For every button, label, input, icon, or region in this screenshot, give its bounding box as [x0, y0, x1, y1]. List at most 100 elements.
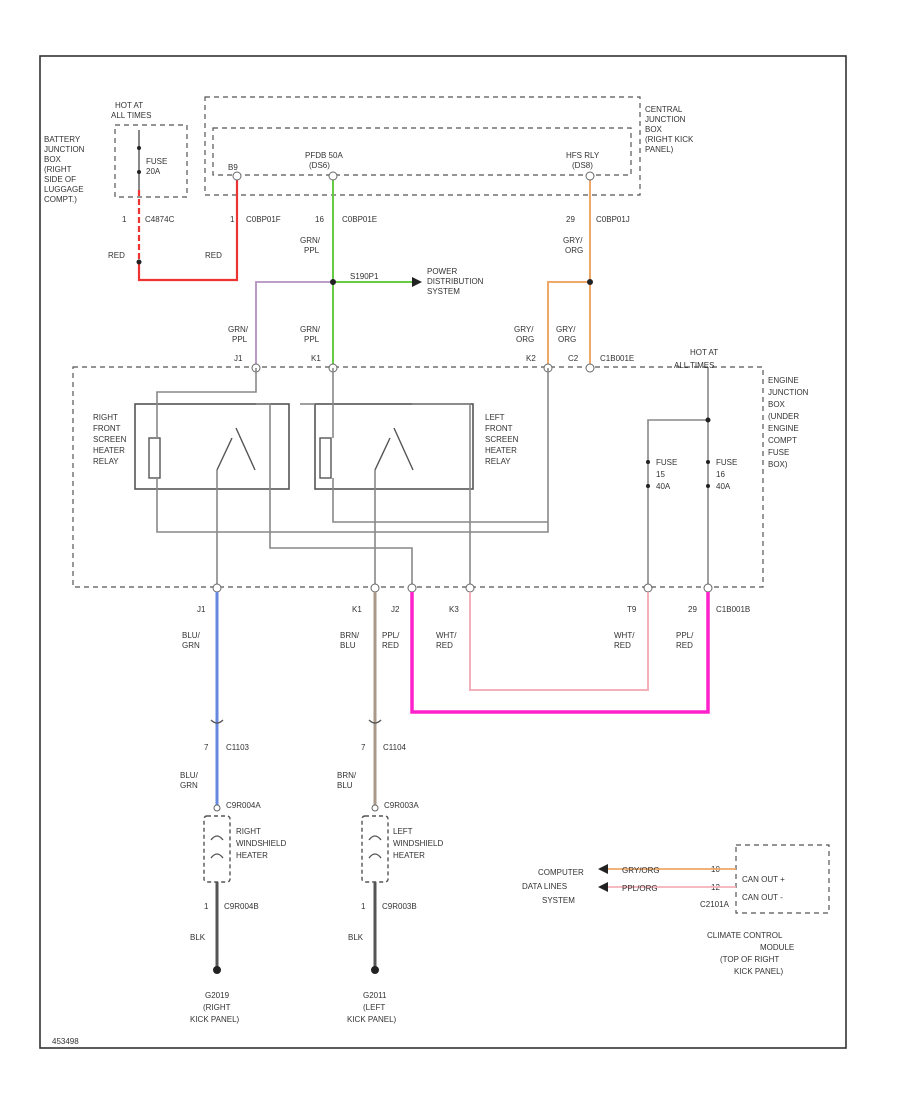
svg-text:MODULE: MODULE	[760, 943, 794, 952]
svg-text:BOX): BOX)	[768, 460, 788, 469]
svg-text:PPL: PPL	[232, 335, 248, 344]
svg-text:LEFT: LEFT	[485, 413, 505, 422]
svg-text:PPL: PPL	[304, 335, 320, 344]
engine-junction-box-label: ENGINE JUNCTION BOX (UNDER ENGINE COMPT …	[768, 376, 809, 469]
left-heater-top-pin	[371, 804, 379, 812]
right-relay-to-j2	[256, 403, 413, 588]
hot-bus-splice	[705, 417, 711, 423]
svg-text:GRN: GRN	[182, 641, 200, 650]
svg-text:ORG: ORG	[558, 335, 576, 344]
orange-splice-dot	[587, 279, 593, 285]
battery-junction-box-label: BATTERY JUNCTION BOX (RIGHT SIDE OF LUGG…	[44, 135, 85, 204]
left-relay-label: LEFT FRONT SCREEN HEATER RELAY	[485, 413, 519, 466]
svg-text:BRN/: BRN/	[340, 631, 360, 640]
right-heater-element	[210, 835, 224, 859]
svg-text:DATA LINES: DATA LINES	[522, 882, 567, 891]
red-wire	[137, 175, 239, 282]
ppl-org-can-label: PPL/ORG	[622, 884, 658, 893]
svg-text:PPL: PPL	[304, 246, 320, 255]
splice-s190p1: S190P1	[350, 272, 379, 281]
svg-text:HEATER: HEATER	[485, 446, 517, 455]
svg-text:RELAY: RELAY	[93, 457, 119, 466]
svg-text:PPL/: PPL/	[382, 631, 400, 640]
svg-text:ENGINE: ENGINE	[768, 424, 799, 433]
right-relay-label: RIGHT FRONT SCREEN HEATER RELAY	[93, 413, 127, 466]
svg-text:G2019: G2019	[205, 991, 230, 1000]
pfdb-pin	[328, 171, 338, 181]
hfs-relay-label: HFS RLY (DS8)	[566, 151, 600, 170]
svg-text:HEATER: HEATER	[236, 851, 268, 860]
svg-text:40A: 40A	[656, 482, 671, 491]
left-coil-return	[332, 478, 548, 523]
svg-text:15: 15	[656, 470, 665, 479]
connector-c1103-symbol	[210, 719, 224, 724]
left-relay-to-k3	[412, 403, 471, 588]
svg-text:LUGGAGE: LUGGAGE	[44, 185, 84, 194]
ppl-red-label-j2: PPL/ RED	[382, 631, 400, 650]
pin-c1103: 7	[204, 743, 209, 752]
pin-c2-top: C2	[568, 354, 579, 363]
svg-text:GRY/: GRY/	[514, 325, 534, 334]
can-plus-arrow	[598, 864, 608, 874]
connector-c1104: C1104	[383, 743, 407, 752]
svg-text:COMPT: COMPT	[768, 436, 797, 445]
red-wire-label-left: RED	[108, 251, 125, 260]
pin-29-symbol	[703, 583, 713, 593]
connector-c1103: C1103	[226, 743, 250, 752]
svg-text:SCREEN: SCREEN	[485, 435, 519, 444]
svg-text:SYSTEM: SYSTEM	[542, 896, 575, 905]
central-junction-box-inner	[212, 127, 632, 176]
gry-org-label-c2: GRY/ ORG	[556, 325, 576, 344]
svg-text:JUNCTION: JUNCTION	[645, 115, 686, 124]
svg-text:GRY/: GRY/	[563, 236, 583, 245]
pin-c9r004b: 1	[204, 902, 209, 911]
connector-c1b001e: C1B001E	[600, 354, 634, 363]
svg-text:WHT/: WHT/	[614, 631, 635, 640]
gry-org-can-label: GRY/ORG	[622, 866, 660, 875]
svg-text:HEATER: HEATER	[393, 851, 425, 860]
connector-c4874c: C4874C	[145, 215, 175, 224]
left-windshield-heater-symbol	[361, 815, 389, 883]
svg-text:HEATER: HEATER	[93, 446, 125, 455]
connector-c9r004b: C9R004B	[224, 902, 259, 911]
can-out-minus-label: CAN OUT -	[742, 893, 783, 902]
gry-org-label-k2: GRY/ ORG	[514, 325, 534, 344]
svg-text:KICK PANEL): KICK PANEL)	[190, 1015, 240, 1024]
pin-k3-bottom-symbol	[465, 583, 475, 593]
left-relay-coil	[319, 437, 332, 479]
svg-text:WINDSHIELD: WINDSHIELD	[236, 839, 286, 848]
svg-text:JUNCTION: JUNCTION	[768, 388, 809, 397]
svg-text:(UNDER: (UNDER	[768, 412, 799, 421]
left-relay-switch	[393, 427, 414, 471]
orange-wire-k2	[547, 176, 591, 368]
svg-text:GRN/: GRN/	[228, 325, 249, 334]
svg-text:DISTRIBUTION: DISTRIBUTION	[427, 277, 484, 286]
ground-g2019-symbol	[213, 966, 221, 974]
svg-text:G2011: G2011	[363, 991, 387, 1000]
svg-text:FUSE: FUSE	[716, 458, 737, 467]
gry-org-label-top: GRY/ ORG	[563, 236, 583, 255]
connector-c9r004a: C9R004A	[226, 801, 261, 810]
svg-text:(RIGHT KICK: (RIGHT KICK	[645, 135, 694, 144]
connector-c9r003a: C9R003A	[384, 801, 419, 810]
svg-text:RED: RED	[382, 641, 399, 650]
pin-j1-bottom-symbol	[212, 583, 222, 593]
svg-text:PFDB 50A: PFDB 50A	[305, 151, 343, 160]
red-wire-junction	[136, 259, 142, 265]
fuse-20a-label: FUSE 20A	[146, 157, 167, 176]
pin-c0bp01j: 29	[566, 215, 575, 224]
svg-text:SYSTEM: SYSTEM	[427, 287, 460, 296]
svg-text:ALL TIMES: ALL TIMES	[111, 111, 151, 120]
pin-j2-bottom: J2	[391, 605, 400, 614]
wht-red-label-k3: WHT/ RED	[436, 631, 457, 650]
pin-c1104: 7	[361, 743, 366, 752]
connector-c2101a: C2101A	[700, 900, 730, 909]
svg-text:FUSE: FUSE	[146, 157, 167, 166]
pink-wire	[410, 592, 710, 714]
grn-ppl-label-top: GRN/ PPL	[300, 236, 321, 255]
svg-text:(DS8): (DS8)	[572, 161, 593, 170]
power-distribution-arrow	[412, 277, 422, 287]
diagram-frame	[39, 55, 847, 1049]
svg-text:FRONT: FRONT	[93, 424, 121, 433]
